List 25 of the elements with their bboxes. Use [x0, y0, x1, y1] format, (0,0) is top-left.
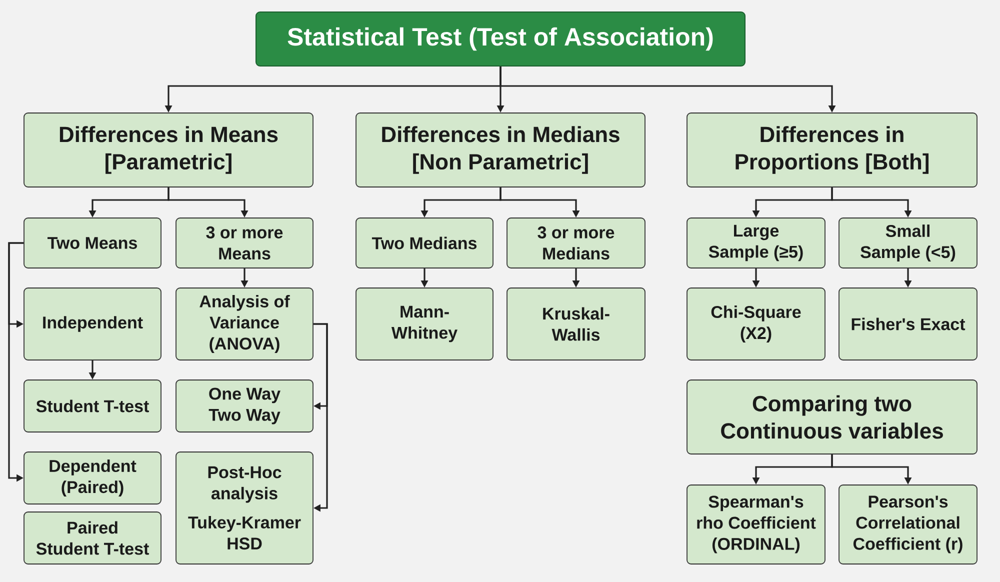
test-box: Chi-Square (X2) — [686, 288, 826, 360]
test-box: Two Means — [24, 218, 162, 268]
test-box: Paired Student T-test — [24, 512, 162, 564]
test-box: Fisher's Exact — [838, 288, 978, 360]
test-box: Post-Hoc analysis Tukey-Kramer HSD — [176, 452, 314, 564]
category-box: Differences in Proportions [Both] — [686, 112, 978, 188]
test-box: Kruskal-Wallis — [506, 288, 646, 360]
connector-arrow — [313, 323, 328, 512]
test-box: Mann-Whitney — [356, 288, 494, 360]
test-box: Analysis of Variance (ANOVA) — [176, 288, 314, 360]
test-box: Two Medians — [356, 218, 494, 268]
test-box: Independent — [24, 288, 162, 360]
title-box: Statistical Test (Test of Association) — [256, 12, 746, 66]
test-box: Pearson's Correlational Coefficient (r) — [838, 484, 978, 564]
test-box: 3 or more Means — [176, 218, 314, 268]
category-box: Differences in Means [Parametric] — [24, 112, 314, 188]
test-box: 3 or more Medians — [506, 218, 646, 268]
category-box: Comparing two Continuous variables — [686, 380, 978, 454]
test-box: Student T-test — [24, 380, 162, 432]
category-box: Differences in Medians [Non Parametric] — [356, 112, 646, 188]
test-box: Spearman's rho Coefficient (ORDINAL) — [686, 484, 826, 564]
test-box: Large Sample (≥5) — [686, 218, 826, 268]
test-box: Small Sample (<5) — [838, 218, 978, 268]
test-box: One Way Two Way — [176, 380, 314, 432]
test-box: Dependent (Paired) — [24, 452, 162, 504]
